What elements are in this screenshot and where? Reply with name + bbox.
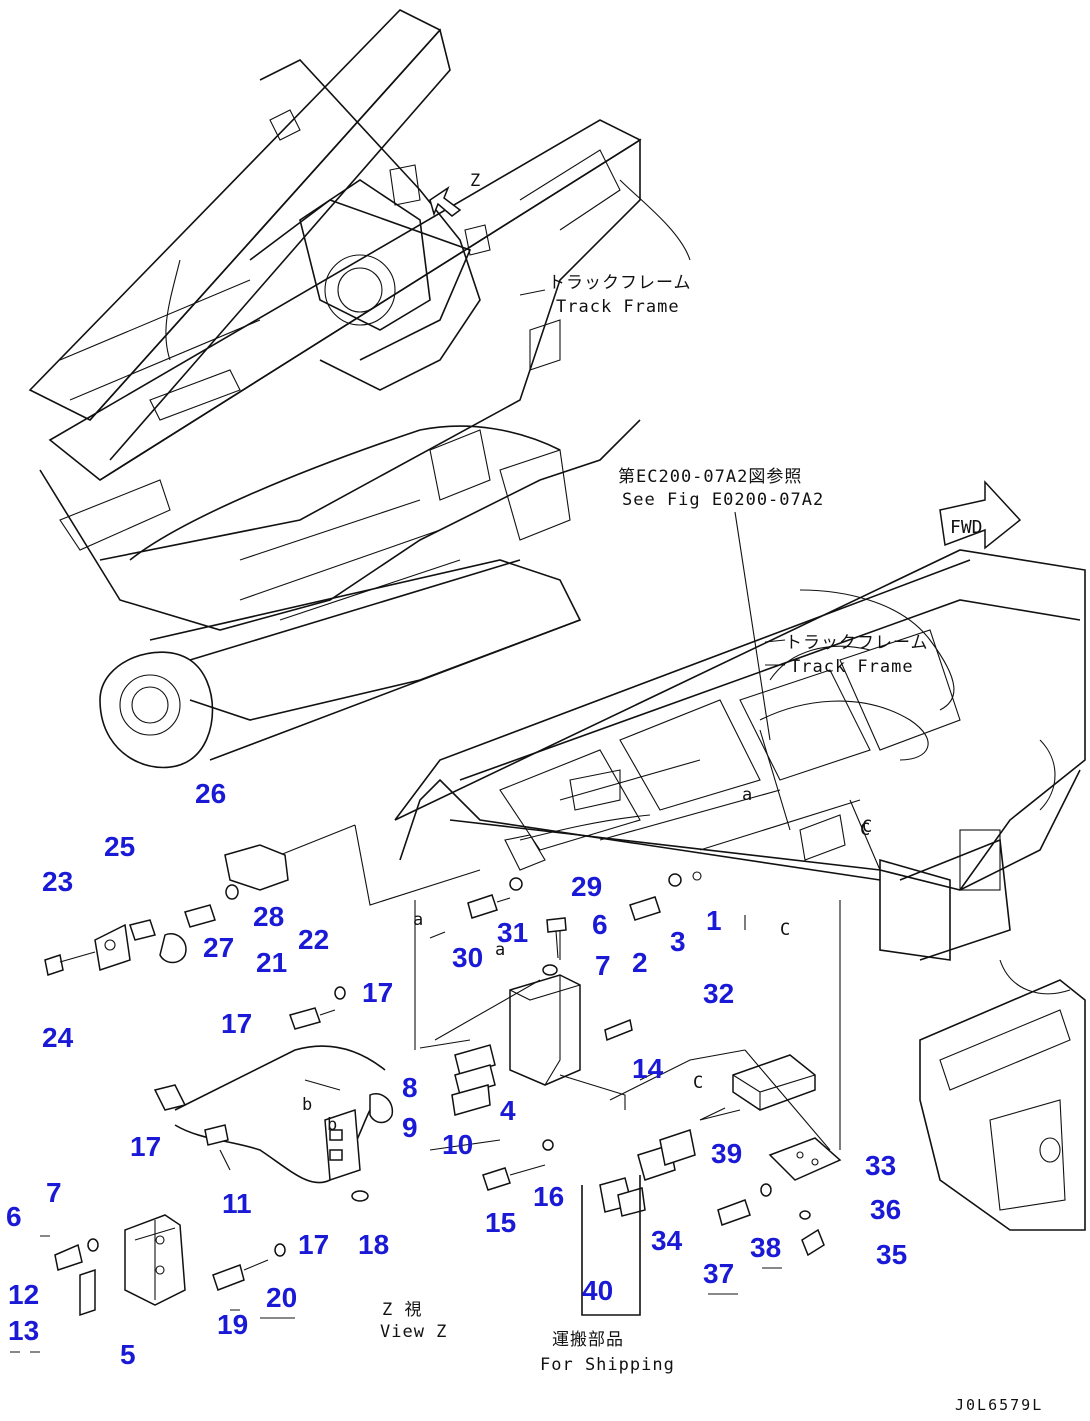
track-frame-mid-en: Track Frame: [790, 657, 914, 677]
drawing-id: J0L6579L: [955, 1396, 1043, 1414]
callout-5: 5: [120, 1339, 136, 1370]
fwd-arrow: FWD: [939, 480, 1022, 550]
callout-13: 13: [8, 1315, 39, 1346]
callout-4: 4: [500, 1095, 516, 1126]
z-arrow-label: Z: [470, 171, 481, 191]
callout-32: 32: [703, 978, 734, 1009]
callout-12: 12: [8, 1279, 39, 1310]
callout-39: 39: [711, 1138, 742, 1169]
ref-a-exploded-1: a: [413, 910, 424, 930]
callout-1: 1: [706, 905, 722, 936]
callout-16: 16: [533, 1181, 564, 1212]
callout-17-a: 17: [362, 977, 393, 1008]
callout-7-top: 7: [595, 950, 611, 981]
callout-3: 3: [670, 926, 686, 957]
callout-18: 18: [358, 1229, 389, 1260]
ref-c-exploded-3: C: [860, 820, 871, 840]
callout-25: 25: [104, 831, 135, 862]
shipping-jp: 運搬部品: [552, 1330, 624, 1350]
callout-17-d: 17: [298, 1229, 329, 1260]
callout-19: 19: [217, 1309, 248, 1340]
callout-23: 23: [42, 866, 73, 897]
track-frame-top-en: Track Frame: [556, 297, 680, 317]
callout-22: 22: [298, 924, 329, 955]
callout-26: 26: [195, 778, 226, 809]
callout-38: 38: [750, 1232, 781, 1263]
ref-c-exploded-2: C: [693, 1073, 704, 1093]
callout-8: 8: [402, 1072, 418, 1103]
z-view-arrow: Z: [429, 171, 481, 217]
see-fig-jp: 第EC200-07A2図参照: [618, 467, 802, 487]
exploded-parts-drawing: [44, 824, 842, 1317]
callout-7-bottom: 7: [46, 1177, 62, 1208]
callout-17-b: 17: [221, 1008, 252, 1039]
ref-c-frame: C: [862, 817, 873, 837]
shipping-en: For Shipping: [540, 1355, 675, 1375]
callout-21: 21: [256, 947, 287, 978]
callout-40: 40: [582, 1275, 613, 1306]
callout-29: 29: [571, 871, 602, 902]
callout-17-c: 17: [130, 1131, 161, 1162]
callout-33: 33: [865, 1150, 896, 1181]
callout-34: 34: [651, 1225, 683, 1256]
callout-9: 9: [402, 1112, 418, 1143]
track-frame-mid-jp: トラックフレーム: [785, 633, 929, 653]
callouts: 1 2 3 4 5 6 6 7 7 8 9 10 11 12 13 14 15 …: [6, 778, 907, 1370]
callout-30: 30: [452, 942, 483, 973]
callout-24: 24: [42, 1022, 74, 1053]
callout-20: 20: [266, 1282, 297, 1313]
view-z-jp: Z 視: [382, 1300, 422, 1320]
ref-a-frame: a: [742, 785, 753, 805]
callout-15: 15: [485, 1207, 516, 1238]
ref-a-exploded-2: a: [495, 940, 506, 960]
callout-6-top: 6: [592, 909, 608, 940]
view-z-en: View Z: [380, 1322, 447, 1342]
callout-28: 28: [253, 901, 284, 932]
callout-2: 2: [632, 947, 648, 978]
callout-27: 27: [203, 932, 234, 963]
callout-35: 35: [876, 1239, 907, 1270]
callout-6-bottom: 6: [6, 1201, 22, 1232]
ref-b-exploded-2: b: [327, 1115, 338, 1135]
callout-31: 31: [497, 917, 528, 948]
ref-b-exploded-1: b: [302, 1095, 313, 1115]
callout-11: 11: [222, 1188, 252, 1219]
track-frame-top-jp: トラックフレーム: [548, 273, 692, 293]
callout-36: 36: [870, 1194, 901, 1225]
see-fig-en: See Fig E0200-07A2: [622, 490, 824, 510]
track-frame-label-mid: トラックフレーム Track Frame: [764, 633, 929, 677]
upper-track-frame-drawing: [28, 9, 691, 769]
lower-track-frame-drawing: [394, 549, 1086, 1231]
callout-10: 10: [442, 1129, 473, 1160]
fwd-label: FWD: [950, 517, 983, 538]
ref-c-exploded-1: C: [780, 920, 791, 940]
see-fig-label: 第EC200-07A2図参照 See Fig E0200-07A2: [618, 467, 824, 741]
callout-37: 37: [703, 1258, 734, 1289]
callout-14: 14: [632, 1053, 664, 1084]
track-frame-label-top: トラックフレーム Track Frame: [519, 273, 692, 317]
